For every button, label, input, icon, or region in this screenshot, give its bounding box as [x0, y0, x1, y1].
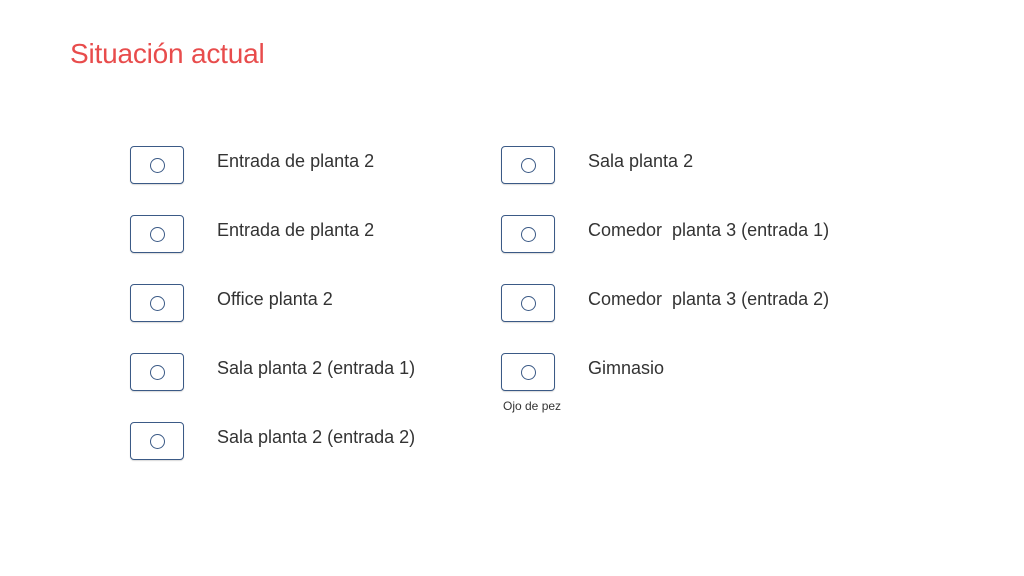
camera-icon: [130, 215, 184, 253]
list-item: [501, 145, 555, 185]
camera-icon: [130, 422, 184, 460]
camera-label: Entrada de planta 2: [217, 220, 375, 240]
list-item: [501, 352, 555, 392]
list-item: [130, 283, 184, 323]
page-title: Situación actual: [70, 38, 265, 69]
camera-icon: [130, 284, 184, 322]
camera-label: Comedor planta 3 (entrada 1): [588, 220, 830, 240]
camera-label: Office planta 2: [217, 289, 333, 309]
camera-lens-icon: [149, 364, 165, 380]
list-item: [130, 214, 184, 254]
camera-lens-icon: [149, 295, 165, 311]
camera-lens-icon: [149, 226, 165, 242]
list-item: [130, 352, 184, 392]
camera-label: Sala planta 2: [588, 151, 694, 171]
camera-label: Comedor planta 3 (entrada 2): [588, 289, 830, 309]
list-item: [130, 145, 184, 185]
camera-icon: [501, 284, 555, 322]
camera-icon: [501, 146, 555, 184]
camera-icon: [501, 215, 555, 253]
list-item: [501, 214, 555, 254]
camera-label: Entrada de planta 2: [217, 151, 375, 171]
camera-icon: [130, 353, 184, 391]
camera-label: Sala planta 2 (entrada 1): [217, 358, 416, 378]
camera-label: Gimnasio: [588, 358, 665, 378]
camera-icon: [130, 146, 184, 184]
camera-icon: [501, 353, 555, 391]
camera-lens-icon: [149, 433, 165, 449]
fisheye-note: Ojo de pez: [503, 399, 562, 413]
camera-lens-icon: [149, 157, 165, 173]
camera-lens-icon: [520, 364, 536, 380]
camera-lens-icon: [520, 157, 536, 173]
camera-label: Sala planta 2 (entrada 2): [217, 427, 416, 447]
camera-lens-icon: [520, 226, 536, 242]
list-item: [501, 283, 555, 323]
list-item: [130, 421, 184, 461]
camera-lens-icon: [520, 295, 536, 311]
